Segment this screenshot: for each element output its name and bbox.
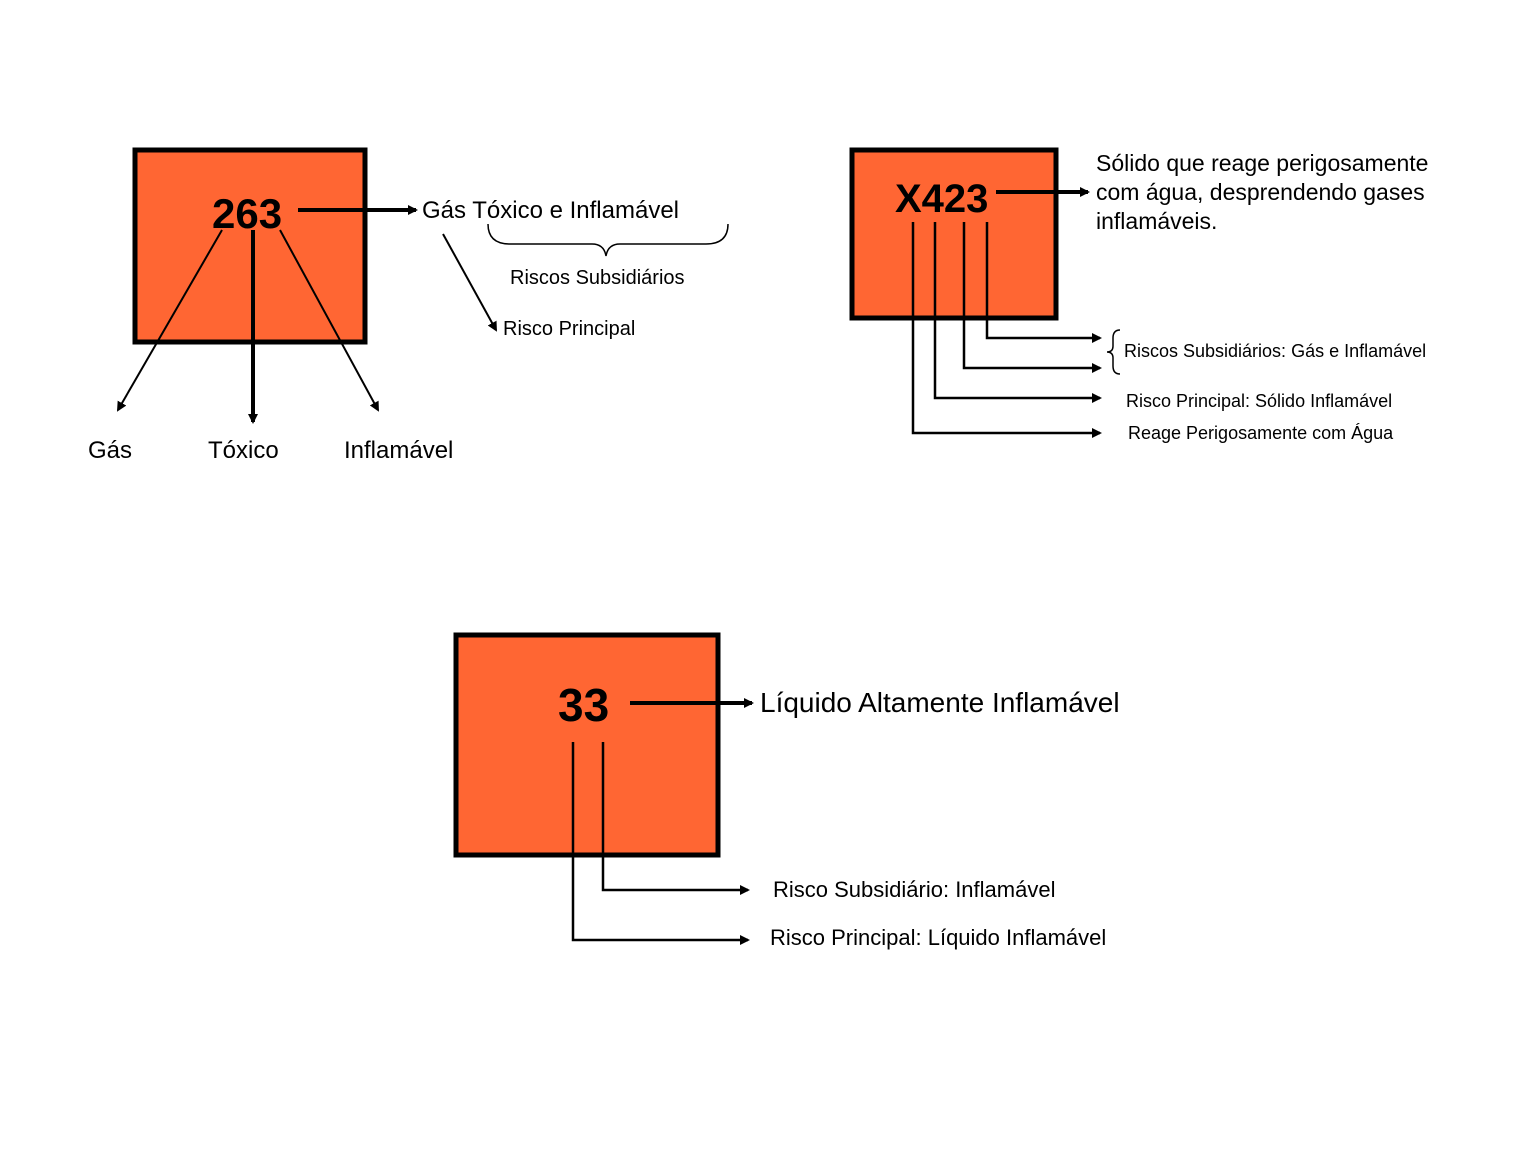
plate-code-33: 33	[558, 679, 609, 731]
meaning-x423-line-3: inflamáveis.	[1096, 208, 1217, 234]
plate-code-263: 263	[212, 190, 282, 237]
connector-x423-digit-3	[985, 222, 1102, 343]
principal-label-33: Risco Principal: Líquido Inflamável	[770, 925, 1106, 950]
meaning-x423-line-1: Sólido que reage perigosamente	[1096, 150, 1428, 176]
principal-label-x423: Risco Principal: Sólido Inflamável	[1126, 391, 1392, 411]
plate-code-x423: X423	[895, 177, 988, 221]
brace-x423-subsidiary	[1106, 329, 1121, 375]
diagram-x423: X423 Sólido que reage perigosamente com …	[849, 147, 1428, 443]
subsidiary-label-263: Riscos Subsidiários	[510, 267, 685, 289]
diagram-33: 33 Líquido Altamente Inflamável Risco Su…	[453, 632, 1120, 950]
brace-263-subsidiary	[487, 223, 729, 257]
plate-263	[132, 147, 368, 345]
principal-label-263: Risco Principal	[503, 318, 635, 340]
meaning-263: Gás Tóxico e Inflamável	[422, 197, 679, 224]
plate-33	[453, 632, 721, 858]
diagram-263: 263 Gás Tóxico e Inflamável Riscos Subsi…	[88, 147, 729, 464]
connector-x423-digit-4	[933, 222, 1102, 403]
digit-label-gas: Gás	[88, 437, 132, 464]
meaning-x423-line-2: com água, desprendendo gases	[1096, 179, 1425, 205]
digit-label-toxico: Tóxico	[208, 437, 279, 464]
plate-x423	[849, 147, 1059, 321]
subsidiary-label-x423: Riscos Subsidiários: Gás e Inflamável	[1124, 341, 1426, 361]
arrow-263-gas	[116, 229, 223, 412]
arrow-263-principal	[442, 233, 497, 332]
connector-x423-x	[911, 222, 1102, 438]
connector-x423-digit-2	[962, 222, 1102, 373]
connector-33-digit-2	[601, 742, 750, 895]
arrow-263-inflamavel	[279, 229, 379, 412]
meaning-33: Líquido Altamente Inflamável	[760, 687, 1120, 718]
subsidiary-label-33: Risco Subsidiário: Inflamável	[773, 877, 1055, 902]
digit-label-inflamavel: Inflamável	[344, 437, 453, 464]
water-label-x423: Reage Perigosamente com Água	[1128, 423, 1394, 443]
connector-33-digit-1	[571, 742, 750, 945]
